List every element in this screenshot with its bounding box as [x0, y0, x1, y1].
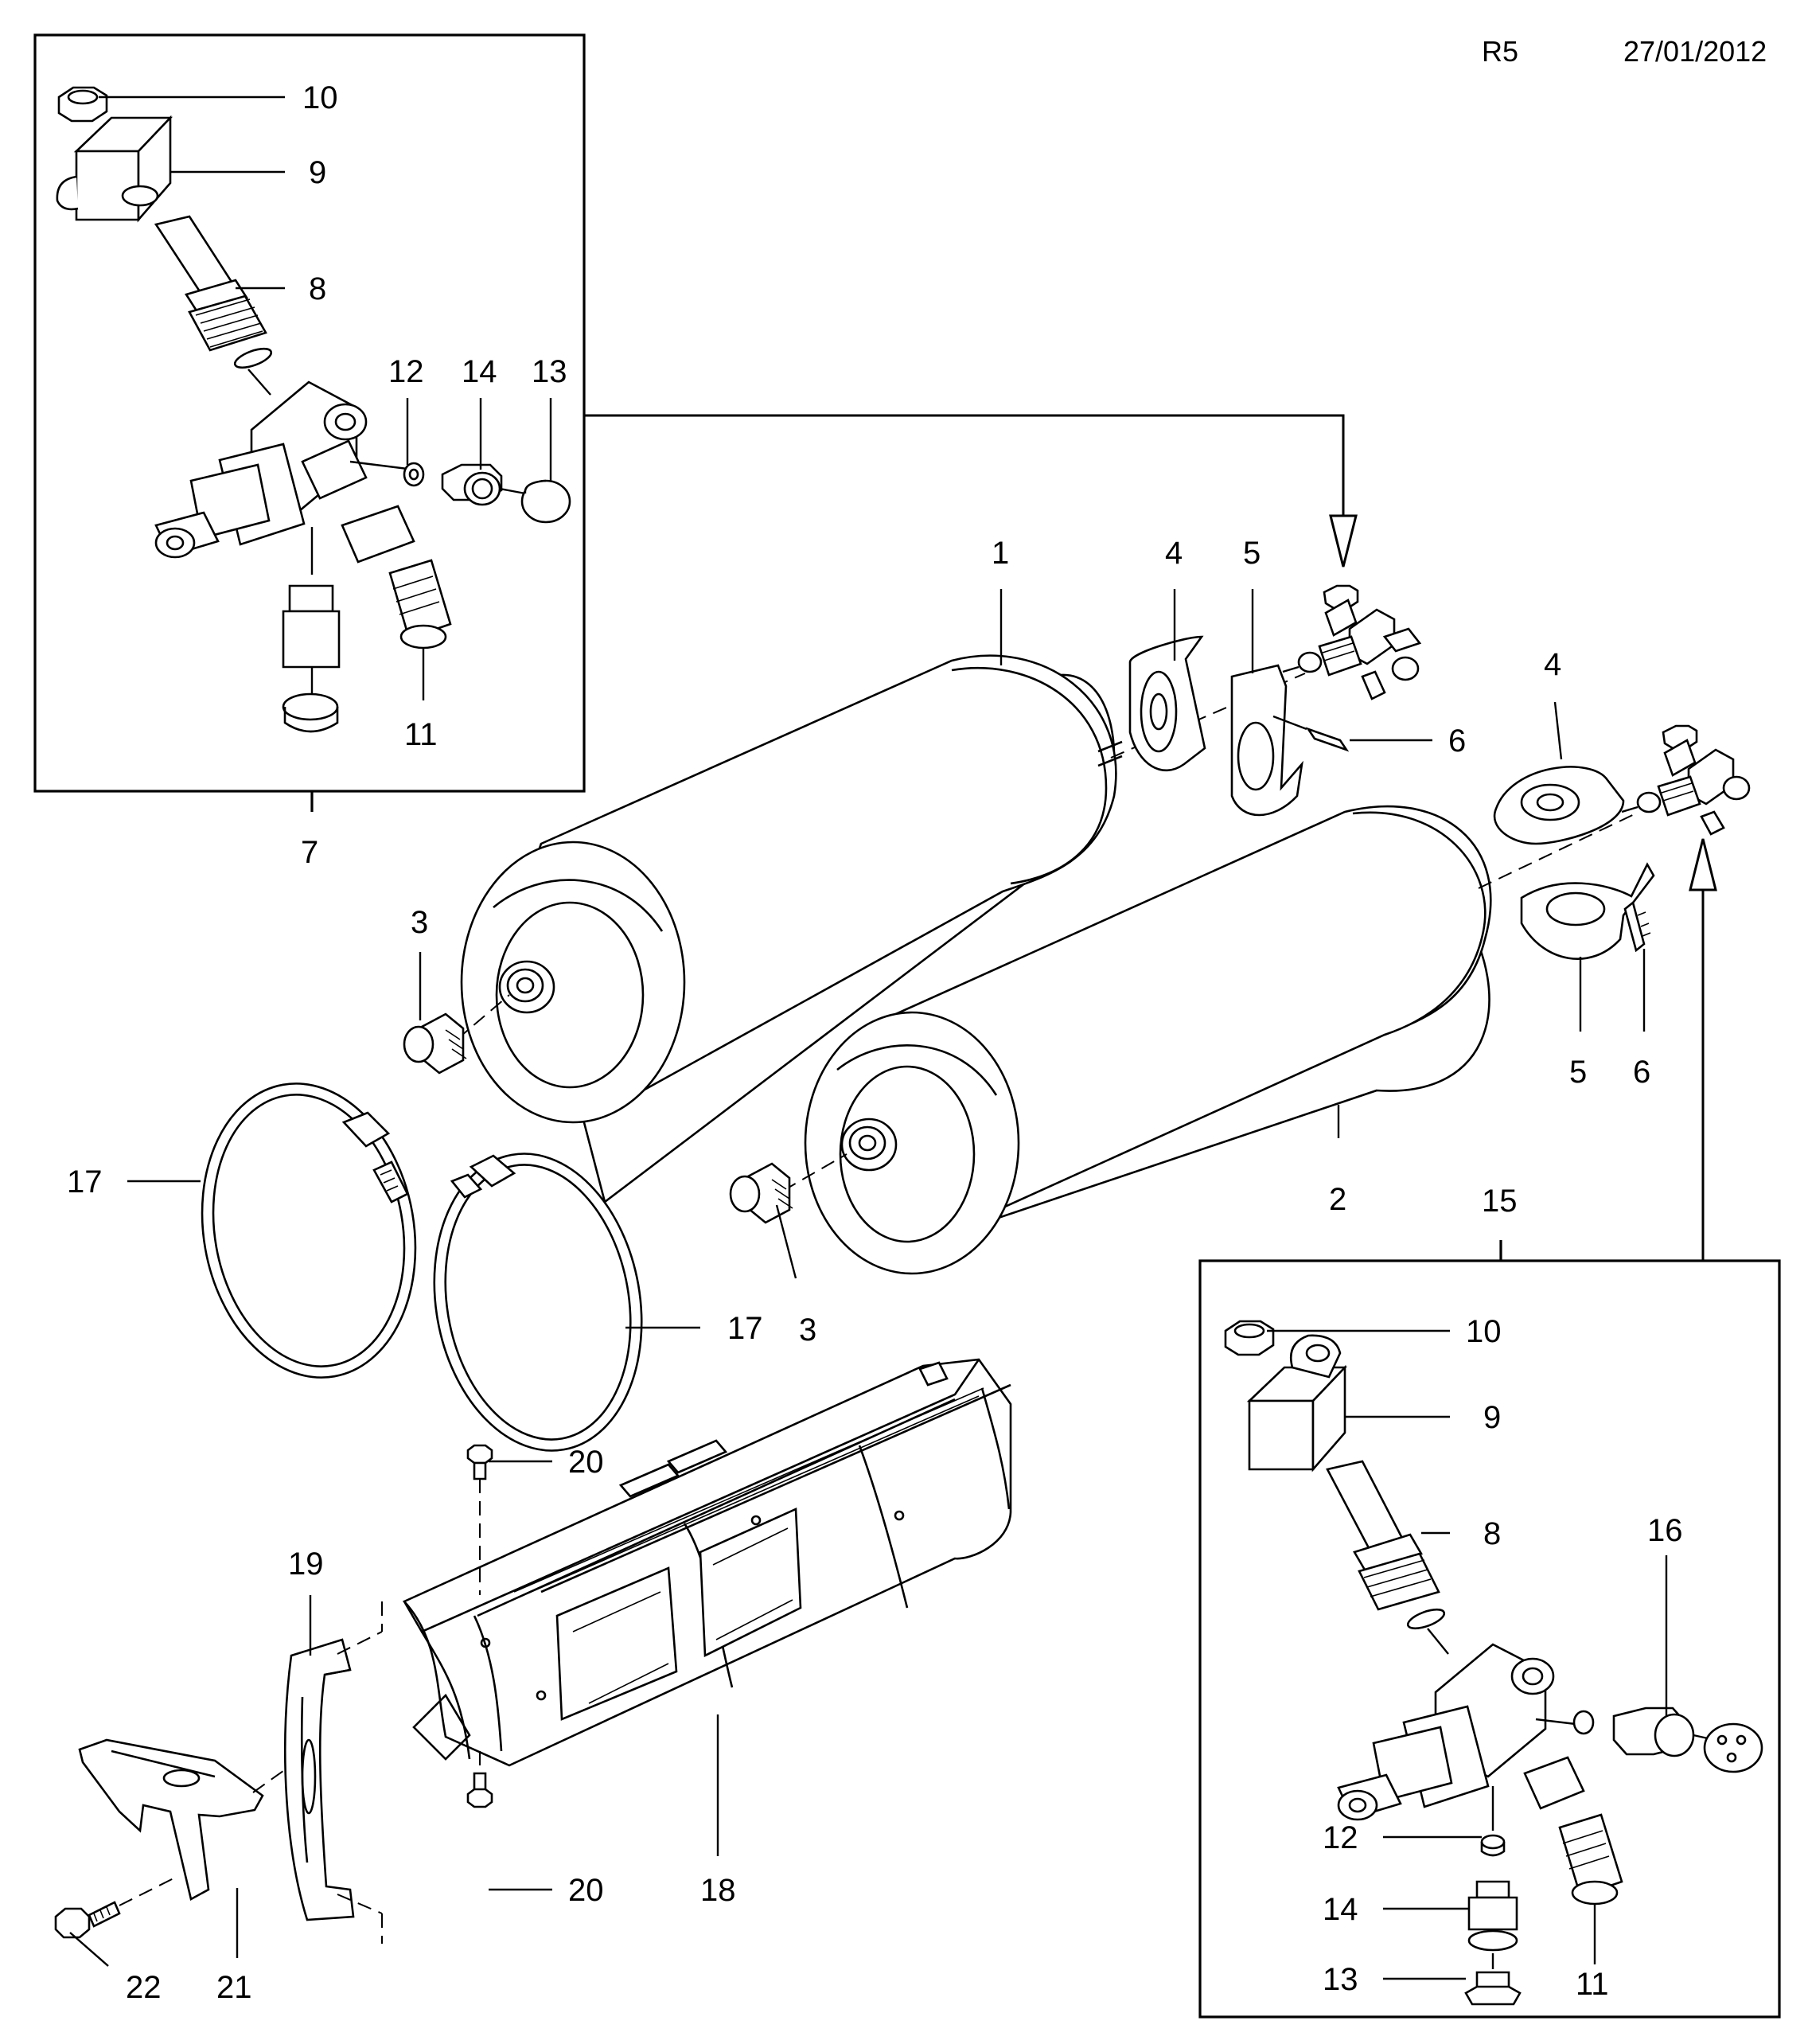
callout-19: 19 [288, 1547, 324, 1582]
callout-3-upper: 3 [411, 905, 428, 940]
bolt-20-bottom [466, 1751, 493, 1808]
box1-callout-9: 9 [309, 155, 326, 190]
box1-callout-14: 14 [462, 354, 497, 389]
strap-17-left [201, 1082, 417, 1379]
callout-7: 7 [301, 835, 318, 870]
box2-callout-9: 9 [1483, 1400, 1501, 1435]
box1-callout-10: 10 [302, 80, 338, 115]
callout-5-upper: 5 [1243, 536, 1261, 571]
callout-4-lower: 4 [1544, 647, 1561, 682]
reference-arrows [584, 414, 1717, 1261]
callout-18: 18 [700, 1873, 736, 1908]
box1-callout-13: 13 [532, 354, 567, 389]
box2-callout-14: 14 [1323, 1892, 1358, 1927]
box2-callout-16: 16 [1647, 1513, 1683, 1548]
diagram-code: R5 [1482, 35, 1519, 68]
box1-callout-11: 11 [404, 717, 438, 752]
callout-2: 2 [1329, 1182, 1346, 1217]
tank1-valve-mini [1282, 584, 1422, 700]
box2-leaders [1267, 1329, 1668, 1980]
main-leaders [69, 589, 1646, 1967]
strap-17-right [433, 1153, 643, 1452]
callout-17-left: 17 [67, 1164, 103, 1199]
callout-17-right: 17 [727, 1311, 763, 1346]
callout-6-upper: 6 [1448, 724, 1466, 759]
gas-cylinder-1 [403, 654, 1306, 1204]
callout-labels: 1 2 3 3 4 4 5 5 6 6 7 15 17 17 18 19 20 … [67, 80, 1683, 2005]
callout-20-bottom: 20 [568, 1873, 604, 1908]
callout-6-lower: 6 [1633, 1055, 1650, 1090]
bracket-5-upper [1230, 664, 1350, 817]
bolt-20-top [466, 1444, 493, 1595]
gas-cylinder-2 [729, 805, 1640, 1275]
bracket-5-lower [1520, 862, 1655, 960]
detail-box-valve-7 [33, 33, 586, 793]
diagram-date: 27/01/2012 [1623, 35, 1767, 68]
callout-15: 15 [1482, 1184, 1518, 1219]
callout-21: 21 [216, 1970, 252, 2005]
callout-20-top: 20 [568, 1445, 604, 1480]
callout-3-lower: 3 [799, 1313, 816, 1348]
bracket-4-lower [1493, 766, 1625, 845]
box2-callout-11: 11 [1576, 1967, 1609, 2002]
bracket-4-upper [1128, 635, 1206, 772]
box2-callout-13: 13 [1323, 1962, 1358, 1997]
box1-callout-8: 8 [309, 271, 326, 306]
bracket-19 [284, 1601, 383, 1944]
box2-callout-8: 8 [1483, 1516, 1501, 1551]
tank-cradle-18 [402, 1358, 1012, 1767]
callout-22: 22 [126, 1970, 162, 2005]
valve-assembly-detail-2 [1224, 1320, 1763, 2006]
box1-leaders [99, 96, 552, 700]
tank2-valve-mini [1621, 724, 1751, 836]
bracket-21 [78, 1738, 287, 1901]
valve-assembly-detail-1 [56, 86, 571, 733]
callout-1: 1 [992, 536, 1009, 571]
detail-box-valve-15 [1198, 1259, 1781, 2019]
box1-callout-12: 12 [388, 354, 424, 389]
bolt-22 [54, 1876, 177, 1939]
callout-4-upper: 4 [1165, 536, 1183, 571]
callout-5-lower: 5 [1569, 1055, 1587, 1090]
box2-callout-10: 10 [1466, 1314, 1502, 1349]
box2-callout-12: 12 [1323, 1820, 1358, 1855]
